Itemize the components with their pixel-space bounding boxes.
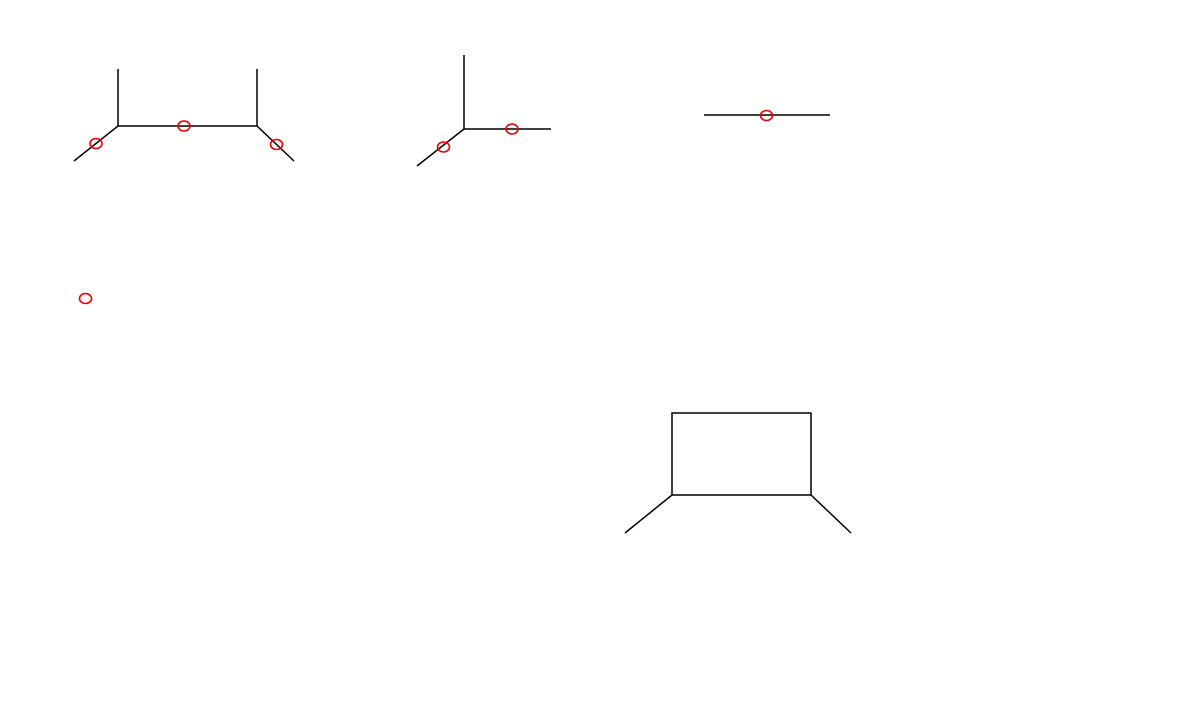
fig2-marker-diagonal [436,141,451,153]
fig1-marker-left-diagonal [89,137,103,150]
fig4-marker [78,292,93,305]
fig5-box [671,412,812,496]
fig1-marker-middle [177,120,191,132]
fig2-diagonal-edge [416,128,465,167]
fig3-marker [759,109,774,122]
fig1-marker-right-diagonal [269,138,284,151]
figure-1 [73,69,295,162]
fig5-left-diagonal-edge [624,494,673,534]
fig2-marker-horizontal [505,123,519,135]
figure-2 [416,55,551,167]
figure-3 [704,109,830,122]
fig1-right-diagonal-edge [256,125,295,162]
figure-5 [624,412,852,534]
fig5-right-diagonal-edge [810,494,852,534]
fig1-left-diagonal-edge [73,125,119,162]
figure-4 [78,292,93,305]
